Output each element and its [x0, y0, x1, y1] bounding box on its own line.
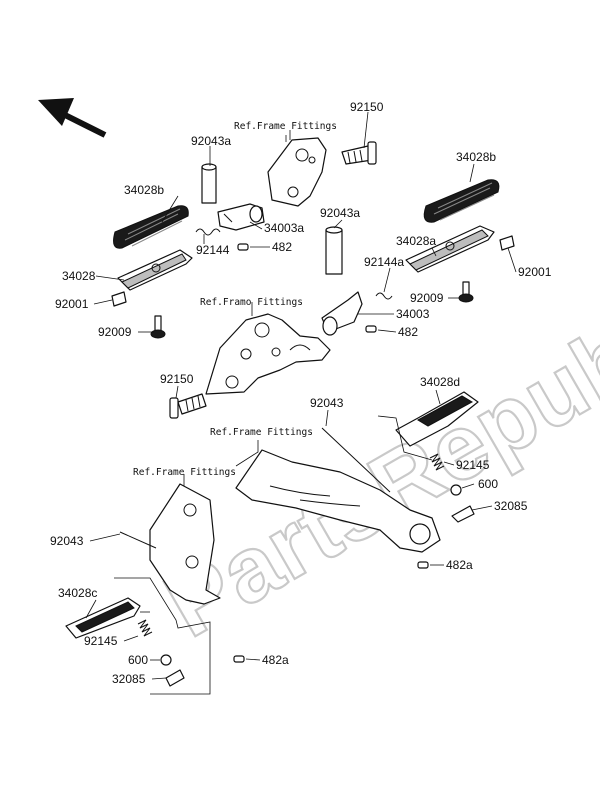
part-label: 32085 — [112, 672, 146, 686]
washer-482-top — [237, 243, 249, 251]
washer-482-middle — [365, 325, 377, 333]
part-label: 92043a — [320, 206, 360, 220]
spring-92144 — [195, 228, 221, 236]
detent-32085-left — [165, 669, 185, 687]
part-label: 92145 — [84, 634, 118, 648]
part-label: 92001 — [55, 297, 89, 311]
ref-note-middle: Ref.Framo Fittings — [200, 297, 303, 308]
spring-92144a — [375, 292, 393, 300]
part-label: 34028b — [456, 150, 496, 164]
pin-92043-right — [321, 427, 391, 493]
front-direction-arrow-icon — [38, 98, 107, 138]
bolt-92001-right — [499, 235, 515, 251]
part-label: 482 — [398, 325, 418, 339]
part-label: 482 — [272, 240, 292, 254]
part-label: 92009 — [98, 325, 132, 339]
part-label: 92043 — [310, 396, 344, 410]
pin-92043a-middle — [325, 226, 343, 275]
pin-92043-left — [119, 531, 157, 549]
bolt-92001-left — [111, 291, 127, 307]
part-label: 482a — [262, 653, 289, 667]
footrest-34028-left — [117, 249, 193, 291]
ball-600-right — [450, 484, 462, 496]
detent-32085-right — [451, 505, 475, 523]
footrest-34028a-right — [405, 225, 495, 273]
part-label: 92001 — [518, 265, 552, 279]
ref-note-right: Ref.Frame Fittings — [210, 427, 313, 438]
bolt-92150-middle — [169, 393, 207, 419]
part-label: 34028c — [58, 586, 97, 600]
part-labels: 92150 92043a 34028b 34003a 482 92144 340… — [50, 100, 552, 686]
part-label: 34028 — [62, 269, 96, 283]
part-label: 92150 — [350, 100, 384, 114]
part-label: 92043a — [191, 134, 231, 148]
part-label: 92009 — [410, 291, 444, 305]
washer-482a-right — [417, 561, 429, 569]
part-label: 32085 — [494, 499, 528, 513]
ref-note-left: Ref.Frame Fittings — [133, 467, 236, 478]
part-label: 34028b — [124, 183, 164, 197]
footrest-34028d — [395, 391, 479, 447]
footrest-34028c — [65, 597, 141, 639]
leader-lines — [85, 111, 517, 695]
spring-92145-left — [137, 619, 153, 637]
right-rear-footrest-bracket — [235, 449, 441, 553]
part-label: 92043 — [50, 534, 84, 548]
part-label: 92145 — [456, 458, 490, 472]
part-label: 92150 — [160, 372, 194, 386]
bolt-92009-left — [150, 315, 166, 339]
left-rear-footrest-bracket — [149, 483, 221, 605]
part-label: 34028d — [420, 375, 460, 389]
part-label: 600 — [478, 477, 498, 491]
part-label: 92144 — [196, 243, 230, 257]
washer-482a-left — [233, 655, 245, 663]
bolt-92150-top — [341, 141, 377, 165]
footrest-rubber-34028b-right — [423, 179, 500, 223]
part-label: 482a — [446, 558, 473, 572]
holder-34003a — [217, 203, 265, 231]
part-label: 600 — [128, 653, 148, 667]
lower-right-footrest-bracket — [205, 313, 331, 395]
pin-92043a-top — [201, 163, 217, 204]
part-label: 34028a — [396, 234, 436, 248]
upper-right-footrest-bracket — [267, 135, 327, 207]
part-label: 92144a — [364, 255, 404, 269]
spring-92145-right — [429, 453, 445, 471]
part-label: 34003 — [396, 307, 430, 321]
bolt-92009-right — [458, 281, 474, 303]
holder-34003 — [321, 291, 363, 336]
footrest-rubber-34028b-left — [113, 205, 189, 249]
ref-notes: Ref.Frame Fittings Ref.Framo Fittings Re… — [133, 121, 337, 478]
ref-note-top: Ref.Frame Fittings — [234, 121, 337, 132]
part-label: 34003a — [264, 221, 304, 235]
ball-600-left — [160, 654, 172, 666]
